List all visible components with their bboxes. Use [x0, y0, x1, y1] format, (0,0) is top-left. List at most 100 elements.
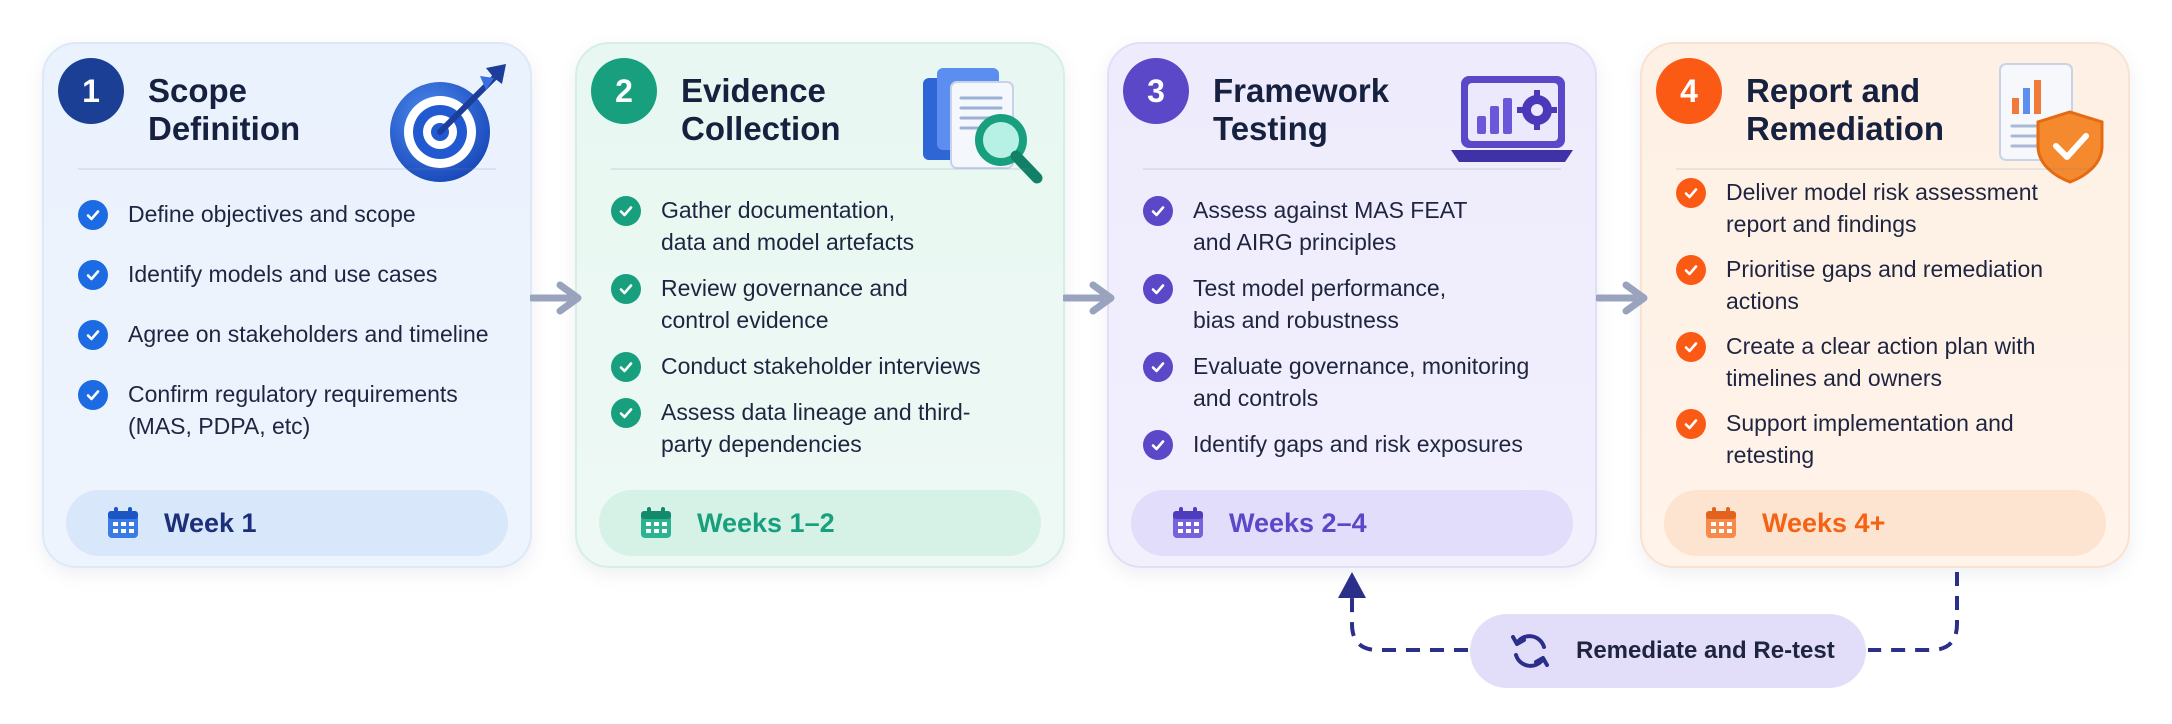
calendar-icon [1173, 507, 1203, 538]
documents-magnifier-icon [923, 68, 1043, 184]
task-text: Create a clear action plan with [1726, 333, 2036, 359]
task-item: Create a clear action plan with timeline… [1676, 330, 2108, 394]
stage-title-line2: Collection [681, 110, 841, 147]
stage-title: Report and Remediation [1746, 72, 1996, 148]
flow-arrow-icon [1063, 281, 1115, 315]
stage-card-framework-testing: 3 Framework Testing Assess against MAS F… [1107, 42, 1597, 568]
task-text-line2: bias and robustness [1193, 307, 1399, 333]
check-icon [1676, 332, 1706, 362]
task-item: Identify gaps and risk exposures [1143, 428, 1575, 460]
stage-title-line1: Report and [1746, 72, 1921, 109]
task-text: Test model performance, [1193, 275, 1447, 301]
stage-title-line2: Remediation [1746, 110, 1945, 147]
task-text: Assess against MAS FEAT [1193, 197, 1468, 223]
timeline-label: Weeks 2–4 [1229, 507, 1367, 538]
task-text: Define objectives and scope [128, 201, 416, 227]
task-text: Support implementation and [1726, 410, 2014, 436]
task-text: Conduct stakeholder interviews [661, 353, 981, 379]
timeline-label: Weeks 4+ [1762, 507, 1886, 538]
stage-number-badge: 1 [58, 58, 124, 124]
task-item: Confirm regulatory requirements (MAS, PD… [78, 378, 510, 442]
stage-card-report-and-remediation: 4 Report and Remediation Deliver model r… [1640, 42, 2130, 568]
timeline-pill: Week 1 [66, 490, 508, 556]
timeline-label: Week 1 [164, 507, 257, 538]
task-item: Test model performance, bias and robustn… [1143, 272, 1575, 336]
stage-number-badge: 2 [591, 58, 657, 124]
calendar-icon [641, 507, 671, 538]
task-item: Define objectives and scope [78, 198, 510, 230]
check-icon [78, 200, 108, 230]
task-text-line2: and AIRG principles [1193, 229, 1397, 255]
task-item: Support implementation and retesting [1676, 407, 2108, 471]
check-icon [611, 352, 641, 382]
flow-arrow-icon [530, 281, 582, 315]
task-text: Confirm regulatory requirements [128, 381, 458, 407]
task-item: Identify models and use cases [78, 258, 510, 290]
stage-title-line1: Evidence [681, 72, 826, 109]
check-icon [1676, 409, 1706, 439]
task-text-line2: actions [1726, 288, 1799, 314]
remediate-retest-loop: Remediate and Re-test [1470, 614, 1866, 688]
task-item: Deliver model risk assessment report and… [1676, 176, 2108, 240]
stage-title: Evidence Collection [681, 72, 931, 148]
task-text: Evaluate governance, monitoring [1193, 353, 1530, 379]
task-text-line2: retesting [1726, 442, 1815, 468]
timeline-label: Weeks 1–2 [697, 507, 835, 538]
task-item: Assess against MAS FEAT and AIRG princip… [1143, 194, 1575, 258]
check-icon [78, 380, 108, 410]
timeline-pill: Weeks 1–2 [599, 490, 1041, 556]
laptop-chart-gear-icon [1451, 76, 1573, 162]
stage-task-list: Deliver model risk assessment report and… [1676, 176, 2108, 484]
stage-task-list: Assess against MAS FEAT and AIRG princip… [1143, 194, 1575, 474]
calendar-icon [108, 507, 138, 538]
flow-arrow-icon [1596, 281, 1648, 315]
divider [78, 168, 496, 170]
task-item: Prioritise gaps and remediation actions [1676, 253, 2108, 317]
check-icon [78, 320, 108, 350]
check-icon [1676, 255, 1706, 285]
stage-card-evidence-collection: 2 Evidence Collection Gather documentati… [575, 42, 1065, 568]
calendar-icon [1706, 507, 1736, 538]
task-text: Deliver model risk assessment [1726, 179, 2038, 205]
task-text-line2: data and model artefacts [661, 229, 915, 255]
check-icon [1143, 274, 1173, 304]
divider [1676, 168, 2094, 170]
check-icon [611, 196, 641, 226]
task-text: Prioritise gaps and remediation [1726, 256, 2044, 282]
task-text: Assess data lineage and third- [661, 399, 971, 425]
stage-title-line2: Testing [1213, 110, 1328, 147]
task-text: Gather documentation, [661, 197, 895, 223]
divider [1143, 168, 1561, 170]
check-icon [611, 274, 641, 304]
refresh-icon [1511, 634, 1549, 668]
loop-label: Remediate and Re-test [1576, 637, 1835, 664]
task-item: Assess data lineage and third- party dep… [611, 396, 1043, 460]
stage-title-line1: Framework [1213, 72, 1390, 109]
task-text-line2: control evidence [661, 307, 829, 333]
check-icon [1143, 352, 1173, 382]
stage-task-list: Define objectives and scope Identify mod… [78, 198, 510, 470]
stage-title: Scope Definition [148, 72, 398, 148]
task-item: Evaluate governance, monitoring and cont… [1143, 350, 1575, 414]
task-item: Gather documentation, data and model art… [611, 194, 1043, 258]
task-text-line2: (MAS, PDPA, etc) [128, 413, 311, 439]
stage-title-line1: Scope [148, 72, 248, 109]
task-text: Identify models and use cases [128, 261, 438, 287]
check-icon [1143, 196, 1173, 226]
task-text: Identify gaps and risk exposures [1193, 431, 1523, 457]
report-shield-icon [1999, 63, 2104, 184]
divider [611, 168, 1029, 170]
stage-title-line2: Definition [148, 110, 301, 147]
check-icon [611, 398, 641, 428]
task-text-line2: party dependencies [661, 431, 862, 457]
stage-task-list: Gather documentation, data and model art… [611, 194, 1043, 474]
stage-card-scope-definition: 1 Scope Definition Define objectives and… [42, 42, 532, 568]
task-item: Agree on stakeholders and timeline [78, 318, 510, 350]
task-item: Review governance and control evidence [611, 272, 1043, 336]
timeline-pill: Weeks 2–4 [1131, 490, 1573, 556]
task-text: Agree on stakeholders and timeline [128, 321, 489, 347]
task-text-line2: and controls [1193, 385, 1319, 411]
timeline-pill: Weeks 4+ [1664, 490, 2106, 556]
check-icon [78, 260, 108, 290]
task-text-line2: report and findings [1726, 211, 1917, 237]
